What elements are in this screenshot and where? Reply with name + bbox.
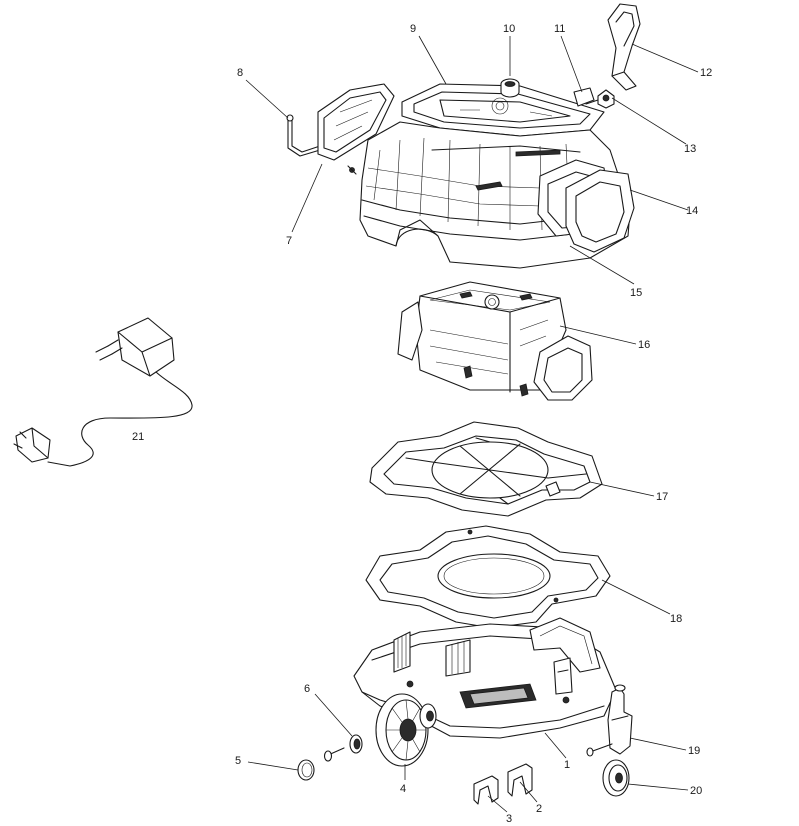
callout-1: 1 xyxy=(564,759,570,771)
callout-4: 4 xyxy=(400,783,406,795)
filter-plate xyxy=(369,421,603,517)
bearing xyxy=(349,734,363,754)
callout-2: 2 xyxy=(536,803,542,815)
axle-screw xyxy=(323,747,345,762)
clip-2 xyxy=(507,763,533,797)
side-bracket xyxy=(286,114,321,157)
callout-19: 19 xyxy=(688,745,700,757)
latch xyxy=(573,87,595,107)
callout-10: 10 xyxy=(503,23,515,35)
top-knob xyxy=(500,78,520,98)
side-cover xyxy=(317,83,395,175)
callout-18: 18 xyxy=(670,613,682,625)
callout-11: 11 xyxy=(554,23,565,35)
charger-adapter xyxy=(13,317,193,467)
caster-wheel xyxy=(602,759,630,797)
wheel xyxy=(375,693,437,767)
callout-9: 9 xyxy=(410,23,416,35)
callout-labels: 1 2 3 4 5 6 7 8 9 10 11 12 13 14 15 16 1… xyxy=(132,23,712,825)
callout-15: 15 xyxy=(630,287,642,299)
pivot-screw xyxy=(585,89,615,109)
leader-lines xyxy=(245,35,699,813)
callout-5: 5 xyxy=(235,755,241,767)
callout-17: 17 xyxy=(656,491,668,503)
front-handle xyxy=(565,169,635,253)
caster-bracket xyxy=(586,684,633,757)
callout-21: 21 xyxy=(132,431,144,443)
callout-14: 14 xyxy=(686,205,698,217)
callout-20: 20 xyxy=(690,785,702,797)
clip-3 xyxy=(473,775,499,805)
lever-handle xyxy=(607,3,641,91)
motor-module xyxy=(397,281,593,401)
top-frame xyxy=(401,83,605,137)
callout-6: 6 xyxy=(304,683,310,695)
callout-16: 16 xyxy=(638,339,650,351)
callout-13: 13 xyxy=(684,143,696,155)
callout-12: 12 xyxy=(700,67,712,79)
callout-7: 7 xyxy=(286,235,292,247)
callout-8: 8 xyxy=(237,67,243,79)
wheel-cap xyxy=(297,759,315,781)
callout-3: 3 xyxy=(506,813,512,825)
gasket xyxy=(365,525,611,629)
